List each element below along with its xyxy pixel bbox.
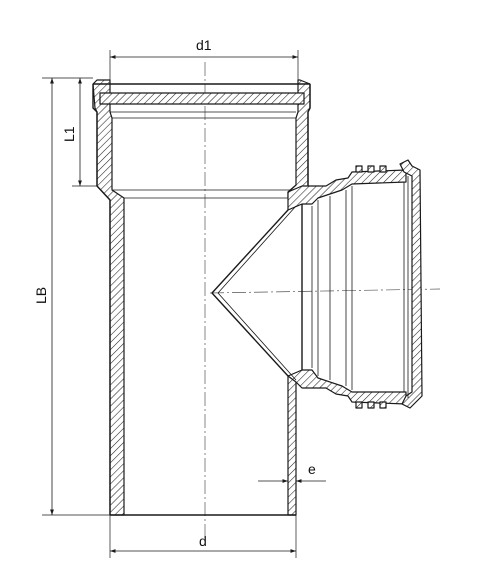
dimension-d1: d1	[109, 37, 299, 80]
label-L1: L1	[61, 126, 77, 142]
dimension-e: e	[258, 461, 326, 483]
center-lines	[204, 62, 441, 538]
label-LB: LB	[33, 287, 49, 304]
main-pipe-outline	[92, 83, 311, 516]
socket-ribs	[355, 165, 387, 409]
label-d1: d1	[196, 37, 212, 53]
dimension-d: d	[109, 515, 297, 558]
dimension-LB: LB	[33, 77, 110, 516]
main-pipe-walls	[92, 79, 311, 516]
label-e: e	[308, 461, 316, 477]
dimension-L1: L1	[61, 78, 97, 187]
branch-socket	[211, 159, 423, 409]
label-d: d	[199, 533, 207, 549]
